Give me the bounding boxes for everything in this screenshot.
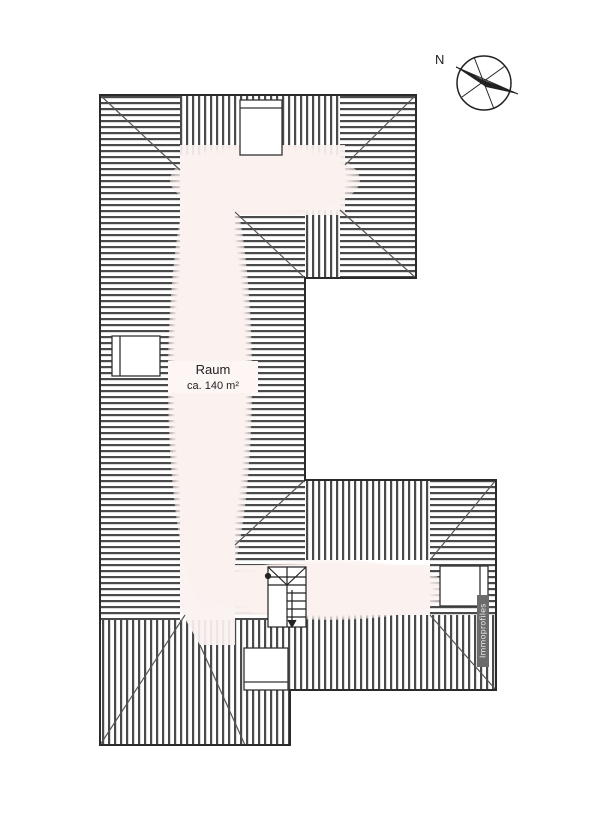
compass-icon xyxy=(455,55,519,111)
room-label: Raum ca. 140 m² xyxy=(168,361,258,394)
window-top xyxy=(239,99,283,156)
building-outline xyxy=(99,94,497,746)
window-bottom xyxy=(243,647,289,691)
north-label: N xyxy=(435,52,445,67)
hip-lines xyxy=(99,94,497,746)
window-left xyxy=(111,335,161,377)
watermark: Immoprofiles xyxy=(477,595,489,667)
staircase xyxy=(264,566,307,629)
room-area: ca. 140 m² xyxy=(187,379,239,392)
room-name: Raum xyxy=(195,362,231,377)
